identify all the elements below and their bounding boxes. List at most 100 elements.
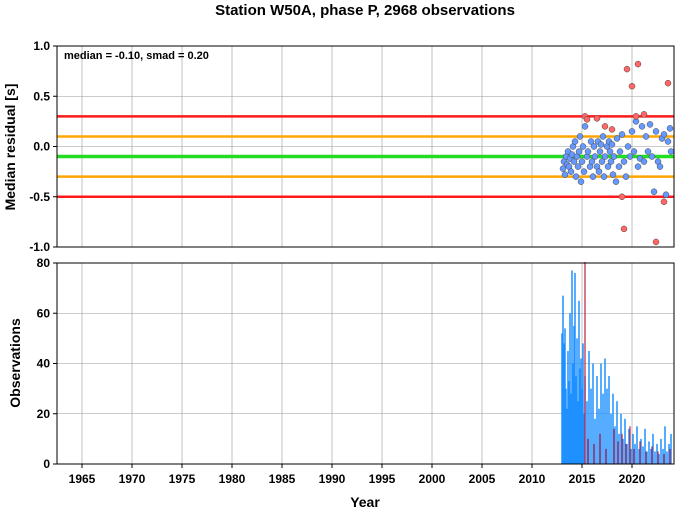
residual-point-blue xyxy=(599,133,607,140)
residual-point-blue xyxy=(600,173,608,180)
residual-point-blue xyxy=(628,128,636,135)
residual-point-blue xyxy=(589,173,597,180)
residual-point-blue xyxy=(626,153,634,160)
y-tick-label: 0 xyxy=(43,457,50,471)
x-tick-label: 1970 xyxy=(119,472,146,486)
residual-point-blue xyxy=(616,148,624,155)
residual-point-blue xyxy=(610,153,618,160)
residual-point-red xyxy=(660,198,668,206)
residual-point-blue xyxy=(604,163,612,170)
residual-point-red xyxy=(664,79,672,87)
y-tick-label: -1.0 xyxy=(29,240,50,254)
residual-point-blue xyxy=(577,178,585,185)
residual-point-red xyxy=(632,113,640,120)
residual-point-blue xyxy=(650,188,658,195)
residual-point-blue xyxy=(601,153,609,160)
residual-point-red xyxy=(593,115,601,122)
residual-point-blue xyxy=(608,141,616,148)
residual-point-blue xyxy=(638,123,646,130)
residual-point-blue xyxy=(561,171,569,178)
y-tick-label: 40 xyxy=(37,357,51,371)
y-tick-label: 0.0 xyxy=(33,140,50,154)
stats-annotation: median = -0.10, smad = 0.20 xyxy=(64,50,209,62)
residual-point-blue xyxy=(598,158,606,165)
residual-point-blue xyxy=(618,131,626,138)
residual-y-axis-label: Median residual [s] xyxy=(2,84,18,211)
residual-point-red xyxy=(623,65,631,73)
residual-point-blue xyxy=(662,191,670,198)
residual-point-blue xyxy=(587,138,595,145)
residual-point-red xyxy=(652,238,660,246)
residual-panel: -1.0 -0.5 0.0 0.5 1.0 median = -0.10, smad =… xyxy=(2,39,675,254)
residual-point-red xyxy=(618,193,626,200)
residual-point-blue xyxy=(644,148,652,155)
residual-point-blue xyxy=(630,148,638,155)
x-tick-label: 1975 xyxy=(169,472,196,486)
x-tick-label: 2015 xyxy=(569,472,596,486)
residual-point-blue xyxy=(579,143,587,150)
residual-point-blue xyxy=(570,158,578,165)
residual-point-red xyxy=(601,123,609,130)
residual-point-blue xyxy=(584,148,592,155)
residual-point-red xyxy=(640,111,648,118)
residual-point-red xyxy=(620,225,628,233)
y-tick-label: 20 xyxy=(37,407,51,421)
residual-point-blue xyxy=(620,158,628,165)
observations-bars xyxy=(561,262,672,464)
x-tick-label: 2020 xyxy=(619,472,646,486)
residual-point-blue xyxy=(634,163,642,170)
x-axis-label: Year xyxy=(350,494,380,510)
residual-point-blue xyxy=(615,163,623,170)
residual-point-blue xyxy=(612,178,620,185)
x-tick-label: 2000 xyxy=(419,472,446,486)
x-tick-label: 1980 xyxy=(219,472,246,486)
residual-point-red xyxy=(608,126,616,133)
residual-point-blue xyxy=(596,148,604,155)
residual-y-ticks: -1.0 -0.5 0.0 0.5 1.0 xyxy=(29,39,57,254)
residual-point-blue xyxy=(607,158,615,165)
residual-point-blue xyxy=(652,128,660,135)
residual-point-blue xyxy=(667,148,675,155)
residual-point-blue xyxy=(590,143,598,150)
residual-point-blue xyxy=(606,148,614,155)
chart-title: Station W50A, phase P, 2968 observations xyxy=(215,2,515,19)
y-tick-label: -0.5 xyxy=(29,190,50,204)
x-tick-label: 1995 xyxy=(369,472,396,486)
residual-point-blue xyxy=(591,153,599,160)
x-tick-label: 1990 xyxy=(319,472,346,486)
residual-point-red xyxy=(634,60,642,68)
residual-point-blue xyxy=(656,163,664,170)
residual-point-blue xyxy=(581,123,589,130)
residual-point-blue xyxy=(580,168,588,175)
x-tick-label: 2005 xyxy=(469,472,496,486)
residual-point-blue xyxy=(588,158,596,165)
residual-point-blue xyxy=(640,158,648,165)
residual-points xyxy=(559,60,675,246)
residual-point-blue xyxy=(609,171,617,178)
residual-point-blue xyxy=(574,163,582,170)
residual-point-blue xyxy=(597,141,605,148)
observations-y-axis-label: Observations xyxy=(7,318,23,408)
residual-point-blue xyxy=(660,131,668,138)
residual-point-blue xyxy=(595,168,603,175)
residual-point-blue xyxy=(664,138,672,145)
y-tick-label: 1.0 xyxy=(33,39,50,53)
residual-point-red xyxy=(583,116,591,123)
residual-point-blue xyxy=(646,121,654,128)
x-tick-label: 1965 xyxy=(69,472,96,486)
residual-point-blue xyxy=(571,138,579,145)
residual-point-red xyxy=(628,82,636,90)
residual-point-blue xyxy=(648,153,656,160)
x-tick-label: 1985 xyxy=(269,472,296,486)
y-tick-label: 0.5 xyxy=(33,89,50,103)
residual-point-blue xyxy=(622,173,630,180)
residual-point-blue xyxy=(624,143,632,150)
residual-point-blue xyxy=(666,125,674,132)
residual-point-blue xyxy=(575,148,583,155)
residual-point-blue xyxy=(572,173,580,180)
y-tick-label: 80 xyxy=(37,256,51,270)
